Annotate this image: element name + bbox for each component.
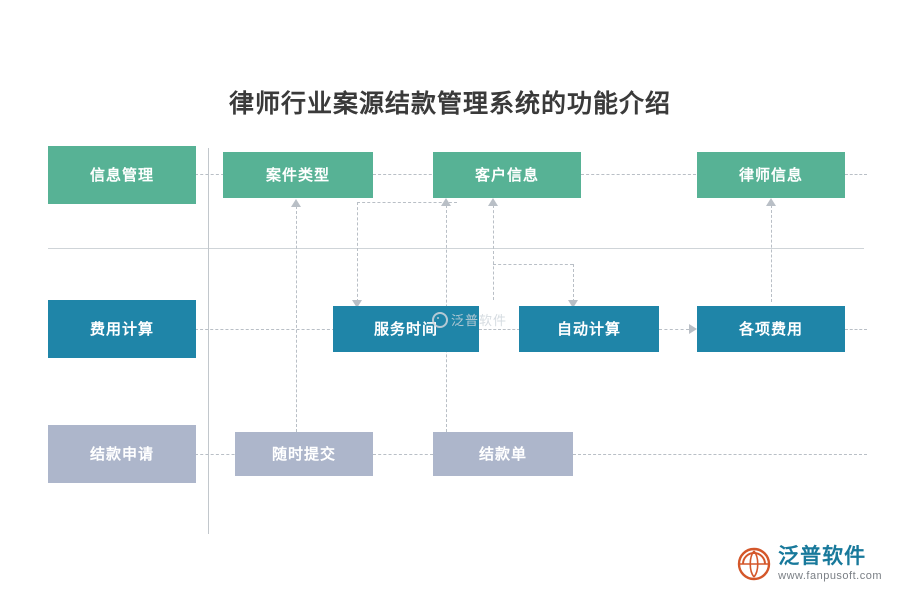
arrowhead-to-service-time	[352, 300, 362, 308]
node-fee-calculation[interactable]: 费用计算	[48, 300, 196, 358]
page-title: 律师行业案源结款管理系统的功能介绍	[228, 90, 671, 118]
connector-settle-apply-to-submit	[195, 454, 245, 455]
connector-info-to-case-type	[195, 174, 245, 175]
connector-various-fees-tail	[845, 329, 867, 330]
vertical-rail	[208, 148, 209, 534]
arrowhead-to-case-type	[291, 199, 301, 207]
connector-submit-to-case-type	[296, 206, 297, 432]
logo-text: 泛普软件 www.fanpusoft.com	[778, 546, 882, 582]
connector-bridge-to-auto-calc	[493, 264, 573, 265]
connector-auto-calc-to-various-fees	[659, 329, 689, 330]
node-settlement-bill-label: 结款单	[478, 445, 527, 463]
connector-client-info-to-service-time	[357, 202, 358, 302]
arrowhead-to-auto-calc	[568, 300, 578, 308]
node-various-fees[interactable]: 各项费用	[697, 306, 845, 352]
node-info-management-label: 信息管理	[89, 166, 154, 184]
node-lawyer-info[interactable]: 律师信息	[697, 152, 845, 198]
node-fee-calculation-label: 费用计算	[89, 320, 154, 338]
node-lawyer-info-label: 律师信息	[738, 166, 803, 184]
node-submit-anytime-label: 随时提交	[271, 445, 336, 463]
node-service-time-label: 服务时间	[373, 320, 438, 338]
arrowhead-to-lawyer-info	[766, 198, 776, 206]
node-settlement-application[interactable]: 结款申请	[48, 425, 196, 483]
node-case-type-label: 案件类型	[265, 166, 330, 184]
separator-line-top	[48, 248, 864, 249]
arrowhead-to-client-info	[441, 198, 451, 206]
connector-client-info-to-lawyer-info	[581, 174, 696, 175]
node-auto-calculation[interactable]: 自动计算	[519, 306, 659, 352]
logo-mark-icon	[737, 547, 771, 581]
connector-case-type-to-client-info	[373, 174, 447, 175]
connector-down-to-auto-calc	[573, 264, 574, 302]
node-client-info-label: 客户信息	[474, 166, 539, 184]
node-various-fees-label: 各项费用	[738, 320, 803, 338]
arrowhead-to-various-fees	[689, 324, 697, 334]
connector-client-info-bridge	[357, 202, 457, 203]
connector-lawyer-info-tail	[845, 174, 867, 175]
node-settlement-bill[interactable]: 结款单	[433, 432, 573, 476]
arrowhead-to-client-info-right	[488, 198, 498, 206]
connector-client-info-to-auto-calc-stub	[493, 205, 494, 300]
logo-company-url: www.fanpusoft.com	[778, 570, 882, 582]
node-client-info[interactable]: 客户信息	[433, 152, 581, 198]
node-auto-calculation-label: 自动计算	[556, 320, 621, 338]
connector-fee-to-service-time	[195, 329, 335, 330]
connector-service-time-to-auto-calc	[479, 329, 520, 330]
logo-company-name: 泛普软件	[778, 545, 867, 568]
node-settlement-application-label: 结款申请	[89, 445, 154, 463]
company-logo: 泛普软件 www.fanpusoft.com	[737, 546, 882, 582]
node-service-time[interactable]: 服务时间	[333, 306, 479, 352]
connector-submit-to-settle-bill	[373, 454, 433, 455]
connector-settle-bill-tail	[573, 454, 867, 455]
connector-various-fees-to-lawyer-info	[771, 205, 772, 302]
node-submit-anytime[interactable]: 随时提交	[235, 432, 373, 476]
node-case-type[interactable]: 案件类型	[223, 152, 373, 198]
node-info-management[interactable]: 信息管理	[48, 146, 196, 204]
